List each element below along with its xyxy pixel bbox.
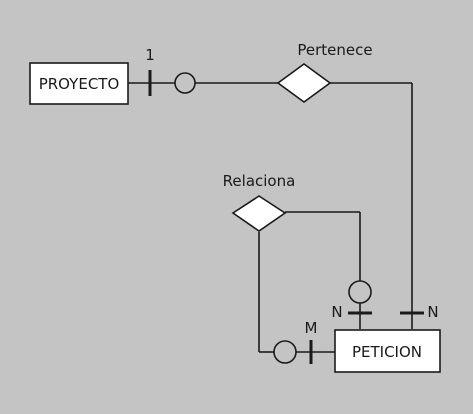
optional-circle xyxy=(348,280,372,304)
cardinality-label-peticion-pertenece: N xyxy=(427,303,438,321)
relationship-pertenece-label: Pertenece xyxy=(297,41,372,59)
relationship-relaciona-label: Relaciona xyxy=(223,172,296,190)
cardinality-label-peticion-relaciona-left: M xyxy=(305,319,318,337)
entity-peticion[interactable]: PETICION xyxy=(334,329,441,373)
cardinality-label-proyecto: 1 xyxy=(145,46,155,64)
optional-circle xyxy=(273,340,297,364)
entity-proyecto-label: PROYECTO xyxy=(39,75,120,93)
optional-circle xyxy=(174,72,196,94)
connector-pertenece-peticion xyxy=(330,82,424,329)
cardinality-label-peticion-relaciona-top: N xyxy=(331,303,342,321)
entity-proyecto[interactable]: PROYECTO xyxy=(29,62,129,105)
connector-relaciona-peticion-left xyxy=(258,232,335,364)
relationship-relaciona[interactable] xyxy=(231,195,287,232)
connector-proyecto-pertenece xyxy=(128,70,278,96)
relationship-pertenece[interactable] xyxy=(276,63,332,103)
entity-peticion-label: PETICION xyxy=(352,343,422,361)
connector-relaciona-peticion-top xyxy=(285,211,372,329)
